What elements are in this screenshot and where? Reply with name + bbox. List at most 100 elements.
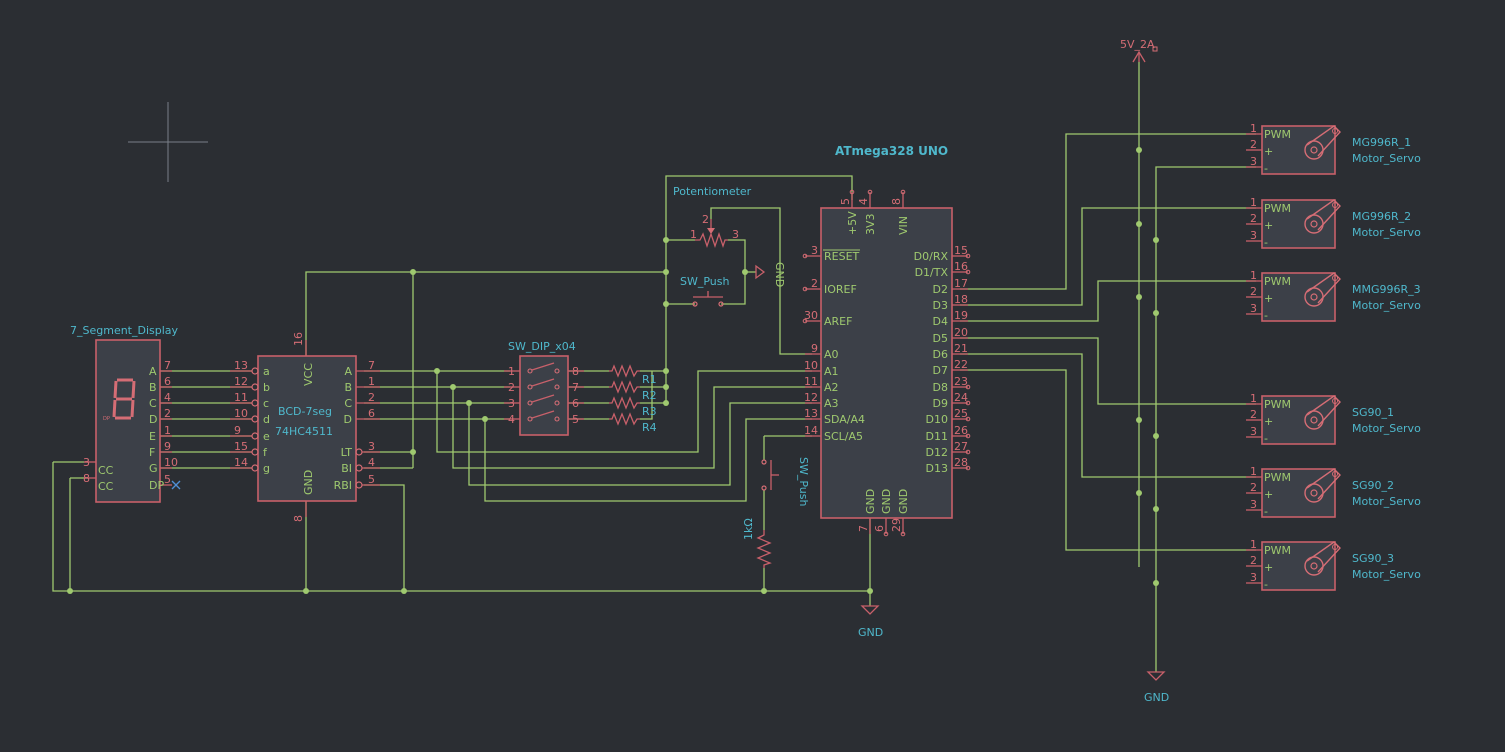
gnd-label-left: GND (858, 626, 883, 639)
mcu-pin-label: SDA/A4 (824, 413, 865, 426)
servo-pin-number: 1 (1250, 538, 1257, 551)
mcu-pin-number: 8 (890, 198, 903, 205)
resistor-r4[interactable]: R4 (609, 412, 657, 434)
mcu-pin-5v[interactable]: +5V5 (839, 189, 859, 235)
resistor-1k[interactable]: 1kΩ (742, 518, 772, 568)
bcd-decoder-74hc4511[interactable]: BCD-7seg 74HC4511 VCC 16 GND 8 a13b12c11… (230, 332, 380, 522)
push-switch-1[interactable]: SW_Push (680, 275, 730, 307)
resistor-r1[interactable]: R1 (609, 364, 657, 386)
display-pin-number: 7 (164, 359, 171, 372)
decoder-pin-a[interactable]: a13 (230, 359, 270, 378)
resistor-r2[interactable]: R2 (609, 380, 657, 402)
decoder-pin-label: C (344, 397, 352, 410)
pot-pin-2: 2 (702, 213, 709, 226)
gnd-symbol-left[interactable]: GND (858, 605, 883, 639)
display-pin-cc-2[interactable]: CC8 (83, 472, 114, 493)
decoder-pin-e[interactable]: e9 (230, 424, 270, 443)
mcu-pin-a0[interactable]: A09 (805, 342, 839, 361)
resistor-1k-label: 1kΩ (742, 518, 755, 540)
decoder-name: BCD-7seg (278, 405, 332, 418)
gnd-symbol-pot[interactable]: GND (755, 262, 786, 287)
servo-motor-icon (1304, 199, 1341, 234)
gnd-symbol-right[interactable]: GND (1144, 671, 1169, 704)
resistor-r3[interactable]: R3 (609, 396, 657, 418)
decoder-pin-d[interactable]: d10 (230, 407, 270, 426)
servo-pin-number: 1 (1250, 465, 1257, 478)
display-pin-label: E (149, 430, 156, 443)
decoder-pin-number: 5 (368, 473, 375, 486)
power-5v-symbol[interactable]: 5V_2A (1120, 38, 1158, 63)
display-cc-pin-number: 3 (83, 456, 90, 469)
display-pin-cc-1[interactable]: CC3 (83, 456, 114, 477)
potentiometer[interactable]: Potentiometer 1 2 3 (673, 185, 752, 249)
mcu-pin-number: 28 (954, 456, 968, 469)
display-pin-number: 4 (164, 391, 171, 404)
decoder-pin-f[interactable]: f15 (230, 440, 268, 459)
decoder-pin-c[interactable]: c11 (230, 391, 269, 410)
push-switch-2[interactable]: SW_Push (761, 457, 810, 507)
mcu-pin-label: D3 (933, 299, 948, 312)
mcu-pin-label: D8 (933, 381, 948, 394)
decoder-pin-b[interactable]: b12 (230, 375, 270, 394)
mcu-pin-number: 25 (954, 407, 968, 420)
atmega328-uno[interactable]: ATmega328 UNO +5V53V34VIN8RESET3IOREF2AR… (802, 144, 971, 537)
servo-minus-label: - (1264, 236, 1268, 249)
decoder-pin-g[interactable]: g14 (230, 456, 270, 475)
